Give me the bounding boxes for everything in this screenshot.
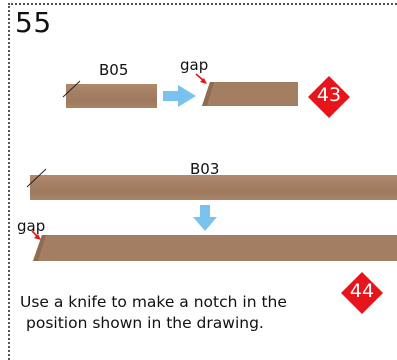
- instruction-text: Use a knife to make a notch in the posit…: [20, 292, 380, 334]
- instruction-line-1: Use a knife to make a notch in the: [20, 292, 380, 313]
- knife-cut-line-b03: [24, 166, 50, 190]
- plank-b05-after: [202, 80, 300, 108]
- step-number: 55: [15, 6, 52, 39]
- instruction-line-2: position shown in the drawing.: [20, 313, 380, 334]
- knife-cut-line: [60, 78, 84, 100]
- dotted-border-top: [8, 3, 397, 5]
- plank-b03-before: [30, 175, 397, 200]
- arrow-down-icon: [192, 204, 218, 232]
- plank-b03-after: [33, 233, 397, 263]
- badge-43-number: 43: [307, 84, 351, 106]
- part-label-b05: B05: [99, 61, 128, 79]
- arrow-right-icon: [162, 83, 198, 109]
- dotted-border-left: [8, 3, 10, 360]
